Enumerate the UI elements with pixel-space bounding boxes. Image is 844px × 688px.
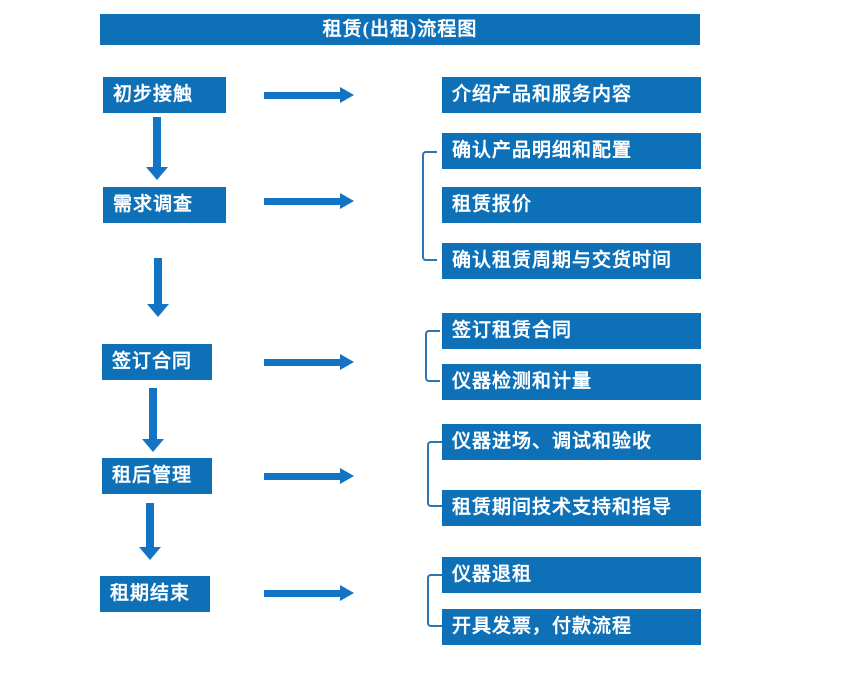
arrow-shaft — [264, 472, 340, 480]
arrow-shaft — [264, 197, 340, 205]
arrow-right-icon — [264, 468, 354, 484]
bracket-connector — [425, 330, 440, 382]
arrow-down-icon — [147, 258, 169, 317]
arrow-right-icon — [264, 193, 354, 209]
arrow-shaft — [264, 91, 340, 99]
arrow-shaft — [154, 258, 162, 304]
arrow-shaft — [264, 589, 340, 597]
arrow-down-icon — [139, 503, 161, 560]
arrow-right-icon — [264, 87, 354, 103]
detail-box-instrument-return: 仪器退租 — [442, 557, 701, 593]
arrow-right-icon — [264, 585, 354, 601]
detail-box-sign-rental-contract: 签订租赁合同 — [442, 313, 701, 349]
detail-box-invoice-payment-process: 开具发票，付款流程 — [442, 609, 701, 645]
arrow-head — [340, 585, 354, 601]
arrow-head — [340, 193, 354, 209]
bracket-connector — [427, 574, 442, 627]
arrow-head — [340, 87, 354, 103]
arrow-head — [139, 547, 161, 560]
arrow-shaft — [264, 358, 340, 366]
arrow-right-icon — [264, 354, 354, 370]
arrow-down-icon — [142, 388, 164, 452]
detail-box-confirm-period-delivery: 确认租赁周期与交货时间 — [442, 243, 701, 279]
arrow-head — [340, 354, 354, 370]
arrow-head — [340, 468, 354, 484]
arrow-head — [147, 304, 169, 317]
arrow-shaft — [153, 117, 161, 167]
detail-box-introduce-products-services: 介绍产品和服务内容 — [442, 77, 701, 113]
detail-box-instrument-testing-metering: 仪器检测和计量 — [442, 364, 701, 400]
bracket-connector — [427, 441, 442, 507]
stage-box-demand-survey: 需求调查 — [103, 187, 226, 223]
detail-box-confirm-product-details: 确认产品明细和配置 — [442, 133, 701, 169]
detail-box-rental-quotation: 租赁报价 — [442, 187, 701, 223]
stage-box-initial-contact: 初步接触 — [103, 77, 226, 113]
arrow-shaft — [149, 388, 157, 439]
stage-box-sign-contract: 签订合同 — [102, 344, 212, 380]
arrow-down-icon — [146, 117, 168, 180]
stage-box-post-rental-management: 租后管理 — [102, 458, 212, 494]
detail-box-instrument-entry-debug-acceptance: 仪器进场、调试和验收 — [442, 424, 701, 460]
stage-box-rental-end: 租期结束 — [100, 576, 210, 612]
arrow-head — [142, 439, 164, 452]
flowchart-title: 租赁(出租)流程图 — [100, 14, 700, 45]
detail-box-technical-support-guidance: 租赁期间技术支持和指导 — [442, 490, 701, 526]
arrow-head — [146, 167, 168, 180]
arrow-shaft — [146, 503, 154, 547]
bracket-connector — [422, 151, 437, 261]
